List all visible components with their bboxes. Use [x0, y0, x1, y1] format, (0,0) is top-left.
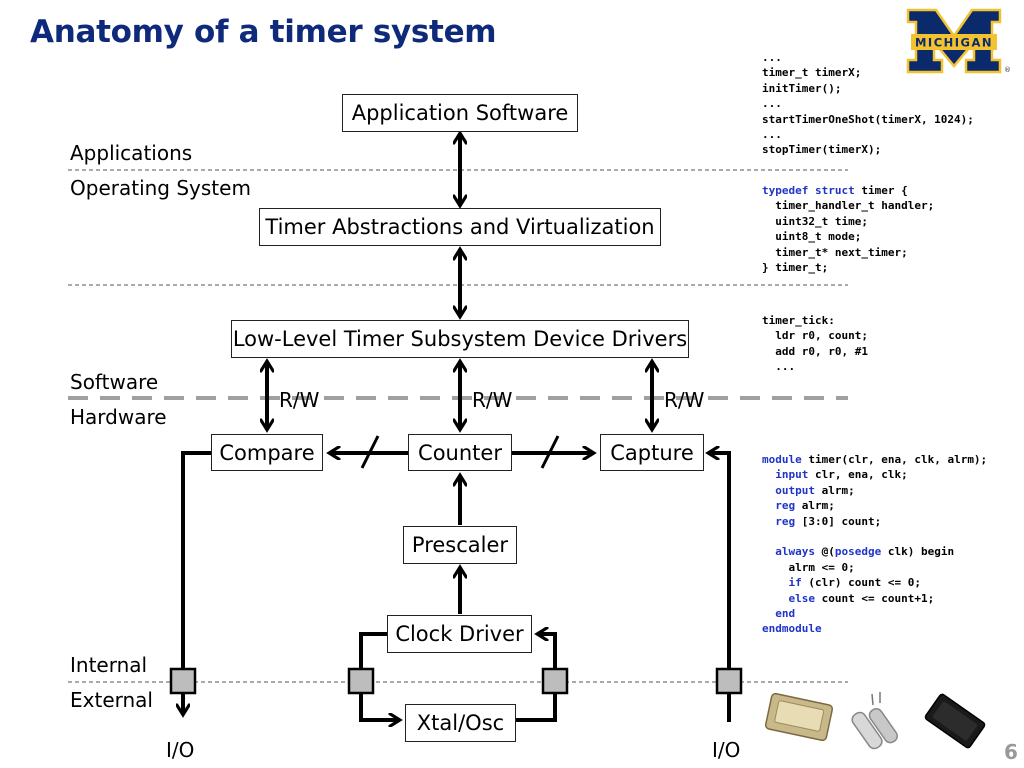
application-software-box: Application Software: [342, 94, 578, 132]
io-label-capture: I/O: [712, 738, 741, 762]
layer-label-external: External: [70, 688, 153, 712]
layer-label-applications: Applications: [70, 141, 193, 165]
bus-slash-right: [540, 435, 560, 469]
slide-title: Anatomy of a timer system: [30, 14, 497, 50]
rw-label-capture: R/W: [664, 388, 705, 412]
layer-label-software: Software: [70, 370, 159, 394]
layer-label-hardware: Hardware: [70, 405, 167, 429]
rw-label-compare: R/W: [279, 388, 320, 412]
registered-mark: ®: [1004, 66, 1011, 74]
xtal-osc-box: Xtal/Osc: [405, 704, 516, 742]
compare-box: Compare: [211, 434, 323, 471]
layer-label-operating-system: Operating System: [70, 176, 251, 200]
page-number: 6: [1004, 740, 1018, 764]
logo-text: MICHIGAN: [915, 36, 993, 50]
counter-box: Counter: [408, 434, 512, 471]
crystal-smd-image: [764, 692, 834, 742]
clock-driver-box: Clock Driver: [387, 615, 532, 653]
prescaler-box: Prescaler: [403, 526, 517, 564]
code-application: ...timer_t timerX;initTimer();...startTi…: [762, 51, 974, 157]
rw-label-counter: R/W: [472, 388, 513, 412]
compare-output-line: [183, 451, 211, 712]
michigan-logo: MICHIGAN: [906, 8, 1002, 74]
oscillator-module-image: [924, 693, 986, 749]
code-timer-struct: typedef struct timer { timer_handler_t h…: [762, 184, 935, 275]
code-assembly: timer_tick: ldr r0, count; add r0, r0, #…: [762, 314, 868, 374]
code-verilog: module timer(clr, ena, clk, alrm); input…: [762, 453, 988, 636]
io-label-compare: I/O: [166, 738, 195, 762]
bus-slash-left: [360, 435, 380, 469]
capture-box: Capture: [600, 434, 704, 471]
io-pads: [169, 667, 743, 695]
layer-label-internal: Internal: [70, 653, 148, 677]
capture-input-line: [711, 453, 731, 722]
timer-abstractions-box: Timer Abstractions and Virtualization: [259, 208, 661, 246]
device-drivers-box: Low-Level Timer Subsystem Device Drivers: [231, 320, 689, 358]
crystal-cylinder-image: [851, 692, 898, 750]
